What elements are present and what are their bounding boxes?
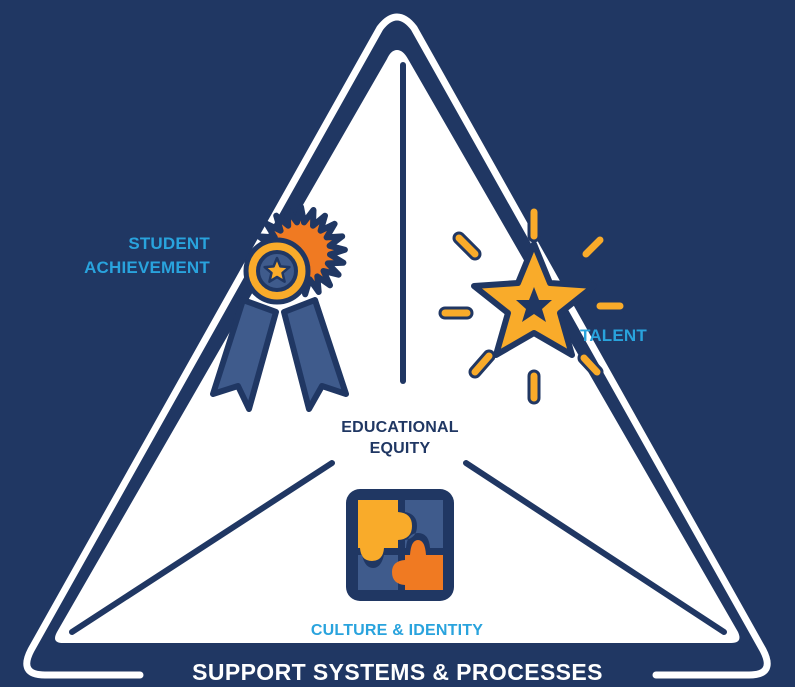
support-systems-label: SUPPORT SYSTEMS & PROCESSES bbox=[192, 659, 603, 685]
outer-triangle-outline bbox=[23, 13, 771, 679]
award-ribbon-right bbox=[281, 297, 349, 412]
award-ribbon-icon bbox=[210, 204, 349, 412]
puzzle-piece-blue bbox=[405, 500, 443, 548]
shining-star-icon bbox=[438, 205, 627, 405]
award-medal-star bbox=[263, 256, 291, 283]
educational-equity-label-line1: EDUCATIONAL bbox=[341, 419, 459, 436]
talent-star-center bbox=[516, 287, 552, 322]
puzzle-pieces-icon bbox=[346, 489, 454, 601]
puzzle-piece-blue-lower bbox=[358, 555, 398, 590]
puzzle-piece-orange bbox=[392, 540, 443, 590]
divider-right bbox=[463, 460, 727, 635]
puzzle-piece-gold bbox=[358, 500, 412, 561]
educational-equity-label: EDUCATIONAL EQUITY bbox=[305, 417, 495, 459]
award-ribbon-left bbox=[210, 297, 279, 412]
talent-label: TALENT bbox=[580, 326, 647, 345]
student-achievement-label-line2: ACHIEVEMENT bbox=[84, 258, 210, 277]
inner-triangle-panel bbox=[55, 50, 740, 643]
educational-equity-label-line2: EQUITY bbox=[369, 440, 431, 457]
student-achievement-label-line1: STUDENT bbox=[128, 234, 210, 253]
divider-left bbox=[69, 460, 335, 635]
student-achievement-label: STUDENT ACHIEVEMENT bbox=[60, 232, 210, 280]
culture-identity-label: CULTURE & IDENTITY bbox=[310, 622, 484, 639]
